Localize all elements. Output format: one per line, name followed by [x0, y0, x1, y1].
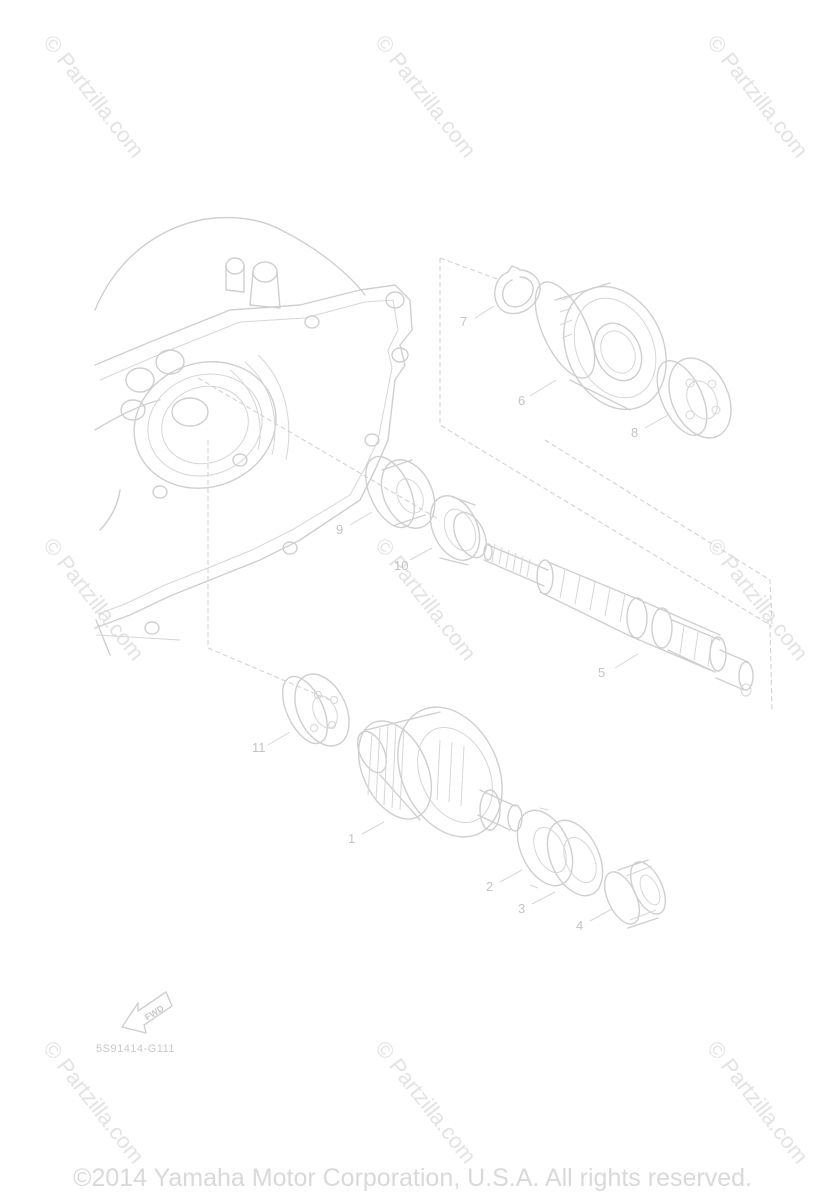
part-3-washer: 3 [518, 819, 604, 916]
callout-6: 6 [518, 393, 525, 408]
callout-1: 1 [348, 831, 355, 846]
part-6-bearing: 6 [518, 281, 667, 411]
callout-10: 10 [394, 558, 408, 573]
part-8-bearing: 8 [631, 357, 732, 440]
callout-2: 2 [486, 879, 493, 894]
callout-11: 11 [252, 740, 266, 755]
diagram-code: 5S91414-G111 [96, 1043, 175, 1055]
copyright-notice: ©2014 Yamaha Motor Corporation, U.S.A. A… [73, 1164, 752, 1192]
callout-8: 8 [631, 425, 638, 440]
part-1-gear: 1 [348, 706, 523, 846]
part-2-washer: 2 [486, 807, 574, 894]
part-10-oil-seal: 10 [394, 495, 487, 573]
crankcase-housing [94, 216, 441, 701]
callout-7: 7 [460, 314, 467, 329]
callout-9: 9 [336, 522, 343, 537]
part-7-circlip: 7 [460, 265, 541, 329]
part-9-bearing: 9 [336, 455, 436, 537]
callout-4: 4 [576, 918, 583, 933]
fwd-arrow-icon: FWD [121, 991, 173, 1034]
subassembly-frame [439, 257, 773, 713]
callout-5: 5 [598, 665, 605, 680]
callout-3: 3 [518, 901, 525, 916]
part-5-shaft: 5 [483, 543, 754, 697]
part-11-bearing: 11 [252, 673, 350, 755]
part-4-needle-bearing: 4 [576, 859, 667, 933]
